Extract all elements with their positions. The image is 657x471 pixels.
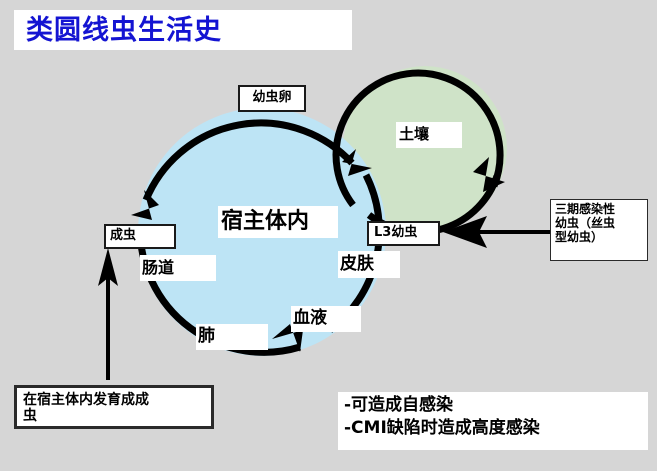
label-soil: 土壤 — [396, 122, 462, 148]
host-cycle-left-arrowhead — [131, 190, 159, 220]
label-egg: 幼虫卵 — [238, 85, 306, 112]
host-cycle-bottom-arrowhead — [272, 324, 303, 352]
soil-cycle-arrowhead — [473, 157, 505, 192]
label-adult-worm: 成虫 — [104, 224, 176, 249]
soil-cycle-arc — [332, 69, 504, 208]
note-cmi-hyperinfection: -CMI缺陷时造成高度感染 — [344, 417, 540, 438]
label-skin: 皮肤 — [338, 251, 400, 278]
develop-arrow-head — [98, 248, 118, 286]
host-to-soil-arrowhead — [342, 149, 372, 176]
label-intestine: 肠道 — [140, 255, 216, 281]
callout-infective-larva: 三期感染性 幼虫（丝虫 型幼虫） — [550, 199, 648, 261]
label-l3-larva: L3幼虫 — [367, 221, 440, 246]
label-host-body: 宿主体内 — [218, 206, 338, 238]
label-lung: 肺 — [196, 324, 268, 350]
callout-develop-to-adult: 在宿主体内发育成成 虫 — [14, 385, 214, 429]
soil-circle-fill — [343, 66, 507, 230]
host-cycle-arc-top — [142, 119, 355, 202]
notes-block: -可造成自感染 -CMI缺陷时造成高度感染 — [338, 392, 648, 450]
page-title: 类圆线虫生活史 — [26, 14, 222, 46]
title-banner: 类圆线虫生活史 — [14, 10, 352, 50]
label-blood: 血液 — [291, 306, 361, 332]
note-autoinfection: -可造成自感染 — [344, 395, 454, 415]
infective-arrow-head — [443, 216, 487, 248]
